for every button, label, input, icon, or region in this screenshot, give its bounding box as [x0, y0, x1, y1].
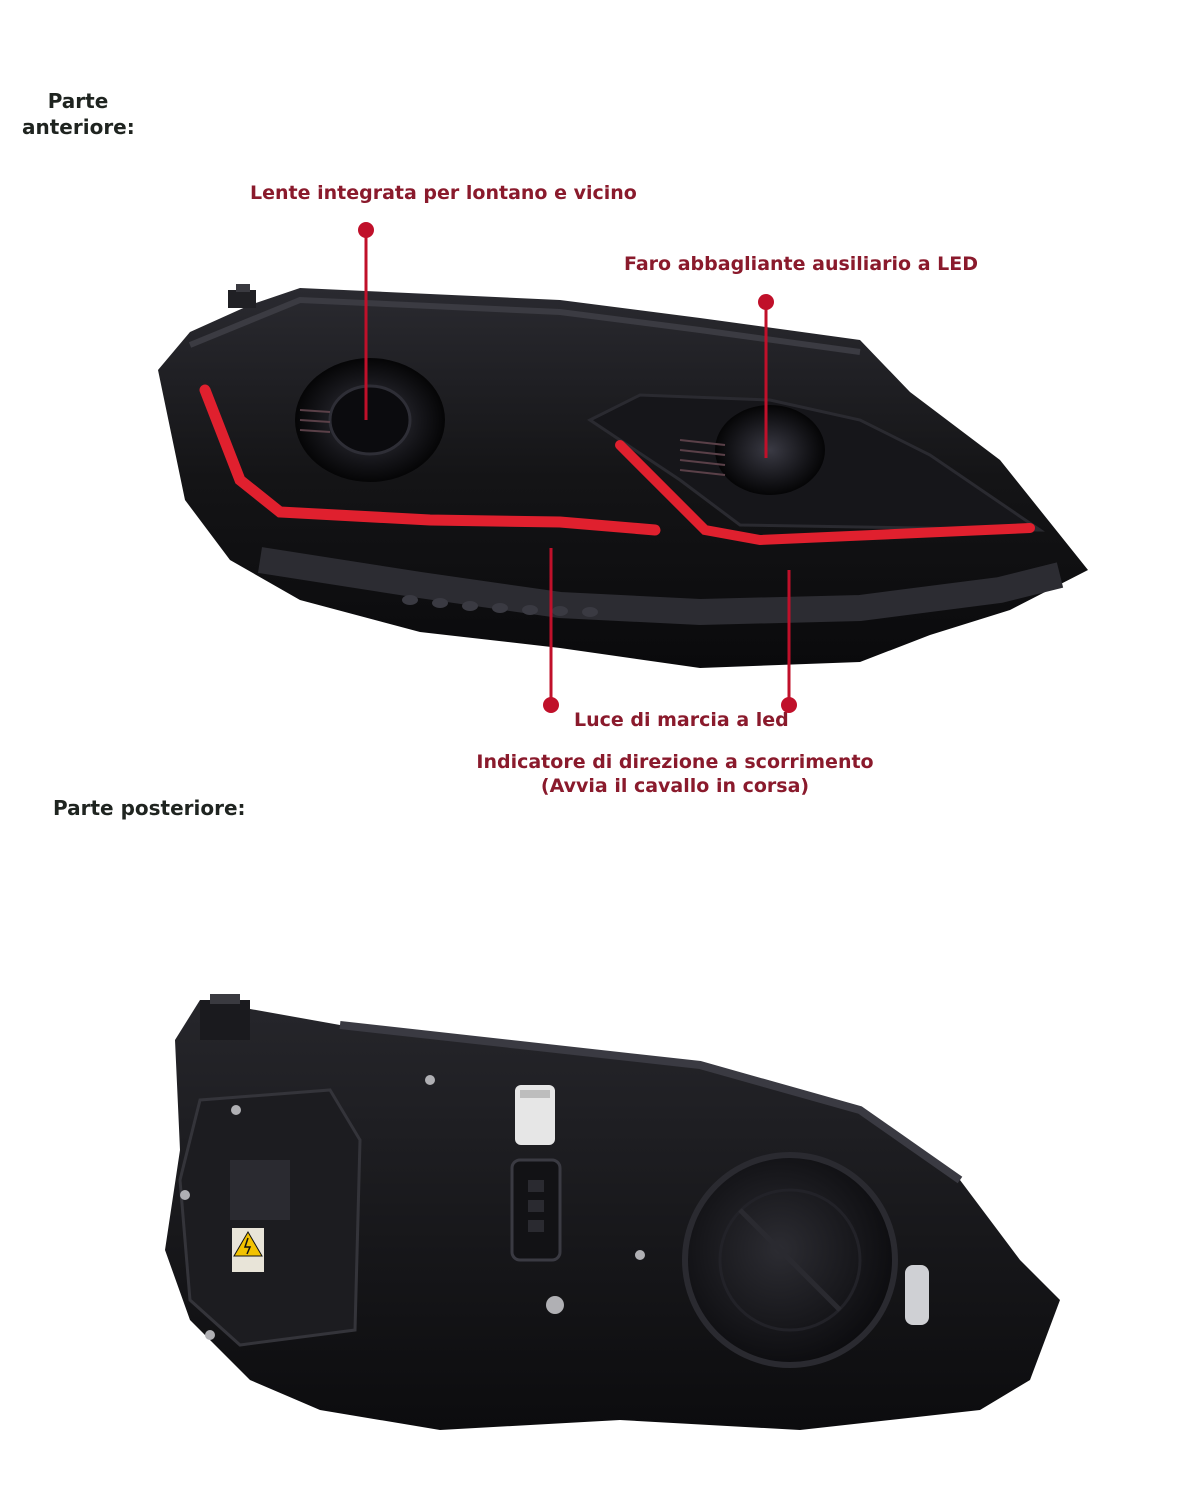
callout-turn-line2: (Avvia il cavallo in corsa): [540, 775, 810, 797]
turn-pointer-dot: [781, 697, 797, 713]
drl-strip-left: [199, 384, 661, 536]
callout-lens: Lente integrata per lontano e vicino: [250, 182, 637, 204]
callout-drl: Luce di marcia a led: [574, 709, 789, 731]
lens-pointer-dot: [358, 222, 374, 238]
rear-section-label: Parte posteriore:: [53, 796, 246, 820]
high-beam-pointer-dot: [758, 294, 774, 310]
callout-high-beam: Faro abbagliante ausiliario a LED: [624, 253, 978, 275]
rear-connector-socket: [510, 1158, 562, 1262]
drl-strip-right: [615, 440, 1035, 546]
callout-turn-indicator: Indicatore di direzione a scorrimento (A…: [470, 750, 880, 798]
rear-housing-shape: [165, 1000, 1060, 1430]
warning-triangle-icon: [233, 1231, 263, 1257]
front-headlight-image: [158, 222, 1088, 713]
drl-pointer-dot: [543, 697, 559, 713]
rear-control-module: [178, 1088, 362, 1347]
callout-turn-line1: Indicatore di direzione a scorrimento: [476, 751, 874, 773]
rear-dust-cap: [682, 1152, 898, 1368]
front-section-label: Parte anteriore:: [22, 89, 135, 139]
callout-markers: [364, 230, 791, 705]
